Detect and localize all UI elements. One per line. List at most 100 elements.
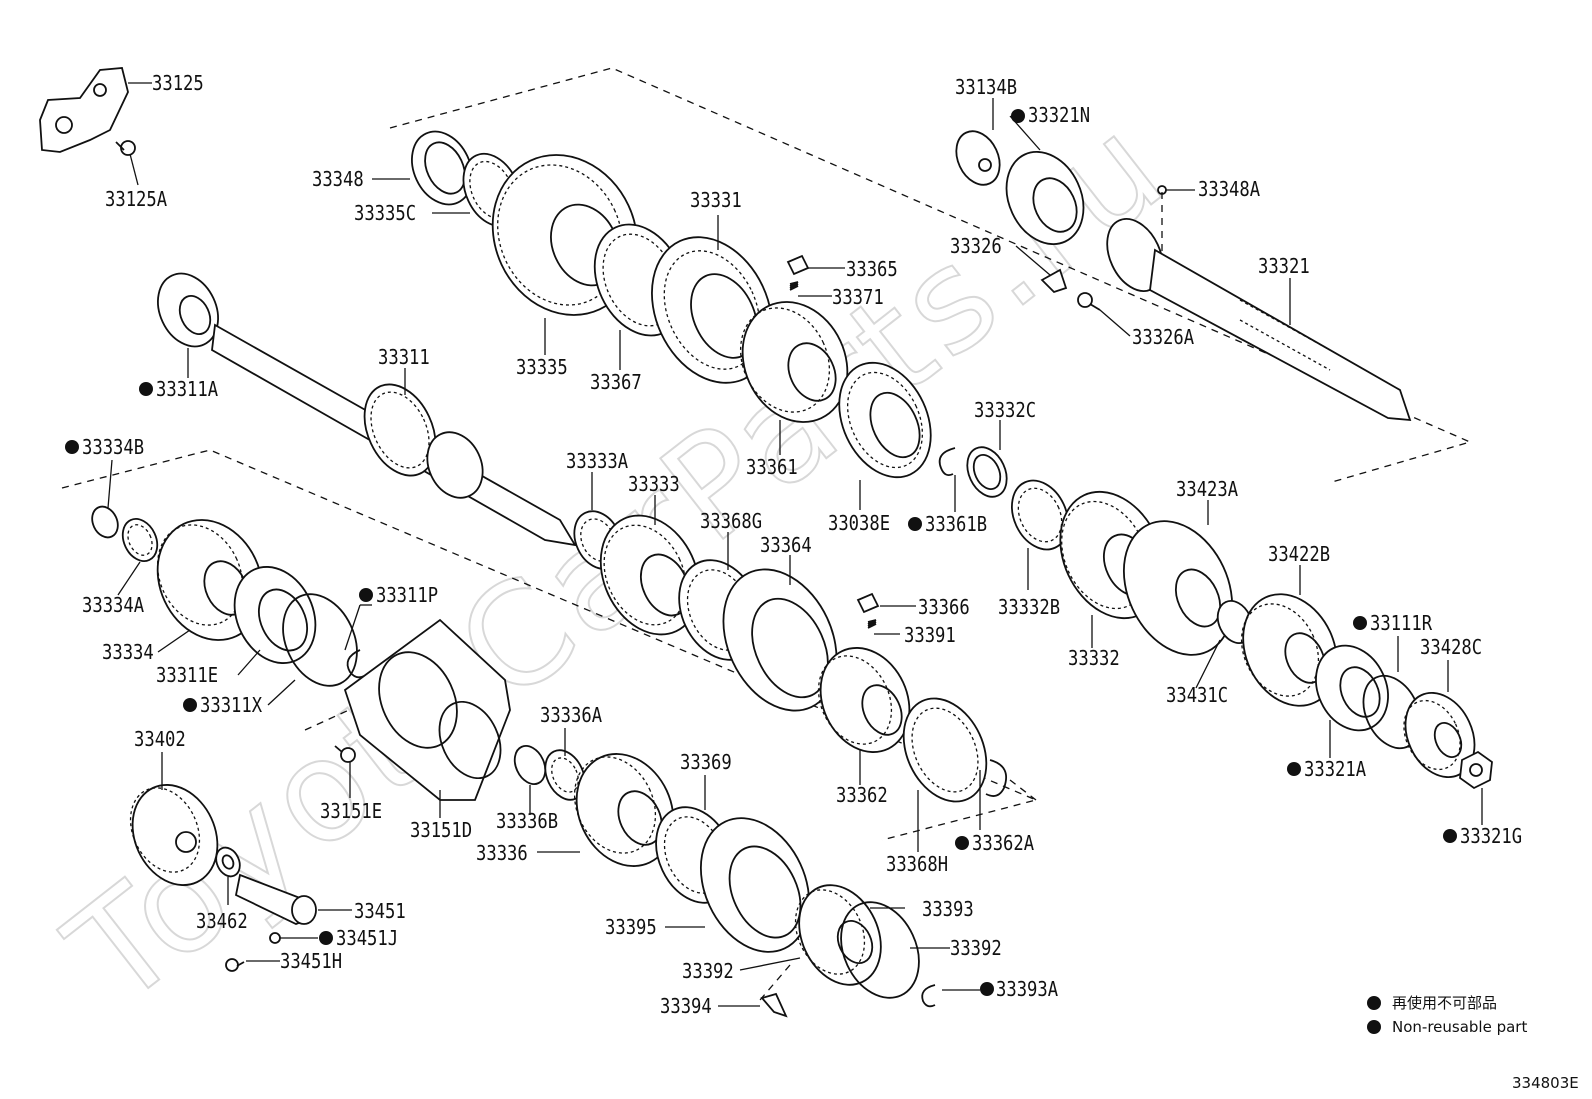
non-reusable-marker-33321N xyxy=(1011,109,1025,123)
part-label-33361[interactable]: 33361 xyxy=(746,457,798,480)
part-label-33311A[interactable]: 33311A xyxy=(156,379,218,402)
gear-33362 xyxy=(817,647,911,753)
gear-33361 xyxy=(739,301,849,423)
bolt-33451H xyxy=(225,958,245,972)
part-label-33332B[interactable]: 33332B xyxy=(998,597,1060,620)
non-reusable-marker-33311X xyxy=(183,698,197,712)
key-33365 xyxy=(786,254,810,276)
shaft-33451 xyxy=(234,873,317,925)
part-label-33311X[interactable]: 33311X xyxy=(200,695,263,718)
part-label-33125A[interactable]: 33125A xyxy=(105,189,167,212)
ball-33451J xyxy=(269,932,281,944)
snap-ring-33362A xyxy=(985,759,1008,797)
part-label-33362A[interactable]: 33362A xyxy=(972,833,1034,856)
part-label-33451[interactable]: 33451 xyxy=(354,901,406,924)
part-label-33336[interactable]: 33336 xyxy=(476,843,528,866)
part-label-33366[interactable]: 33366 xyxy=(918,597,970,620)
part-label-33368H[interactable]: 33368H xyxy=(886,854,948,877)
ring-33334B xyxy=(91,505,119,539)
part-label-33334A[interactable]: 33334A xyxy=(82,595,144,618)
part-label-33111R[interactable]: 33111R xyxy=(1370,613,1433,636)
non-reusable-markers xyxy=(65,109,1457,996)
non-reusable-marker-33334B xyxy=(65,440,79,454)
part-label-33326A[interactable]: 33326A xyxy=(1132,327,1194,350)
spring-33392 xyxy=(840,901,920,999)
retainer-33134B xyxy=(955,130,1001,186)
part-label-33422B[interactable]: 33422B xyxy=(1268,544,1330,567)
part-label-33333A[interactable]: 33333A xyxy=(566,451,628,474)
part-label-33369[interactable]: 33369 xyxy=(680,752,732,775)
part-label-33393[interactable]: 33393 xyxy=(922,899,974,922)
part-label-33326[interactable]: 33326 xyxy=(950,236,1002,259)
part-label-33331[interactable]: 33331 xyxy=(690,190,742,213)
legend: 再使用不可部品 Non-reusable part xyxy=(1367,994,1527,1036)
washer-33462 xyxy=(215,846,241,878)
legend-marker-jp xyxy=(1367,996,1381,1010)
bearing-33311E xyxy=(233,566,317,664)
ring-33368H xyxy=(902,697,988,803)
part-label-33334B[interactable]: 33334B xyxy=(82,437,144,460)
group-boundaries xyxy=(61,67,1472,1001)
snap-ring-33393A xyxy=(921,984,936,1008)
part-label-33332[interactable]: 33332 xyxy=(1068,648,1120,671)
nut-33321G xyxy=(1459,750,1493,790)
bolt-33125A xyxy=(115,140,136,156)
part-label-33392[interactable]: 33392 xyxy=(950,938,1002,961)
part-label-33362[interactable]: 33362 xyxy=(836,785,888,808)
part-label-33393A[interactable]: 33393A xyxy=(996,979,1058,1002)
part-label-33361B[interactable]: 33361B xyxy=(925,514,987,537)
part-label-33365[interactable]: 33365 xyxy=(846,259,898,282)
gear-33336 xyxy=(573,753,675,867)
key-33366 xyxy=(856,592,880,614)
part-label-33311P[interactable]: 33311P xyxy=(376,585,438,608)
part-label-33371[interactable]: 33371 xyxy=(832,287,884,310)
legend-text-jp: 再使用不可部品 xyxy=(1392,994,1497,1012)
part-label-33394[interactable]: 33394 xyxy=(660,996,712,1019)
part-label-33364[interactable]: 33364 xyxy=(760,535,812,558)
part-label-33423A[interactable]: 33423A xyxy=(1176,479,1238,502)
part-label-33428C[interactable]: 33428C xyxy=(1420,637,1482,660)
part-label-33134B[interactable]: 33134B xyxy=(955,77,1017,100)
part-label-33336B[interactable]: 33336B xyxy=(496,811,558,834)
part-label-33321A[interactable]: 33321A xyxy=(1304,759,1366,782)
part-label-33367[interactable]: 33367 xyxy=(590,372,642,395)
part-label-33336A[interactable]: 33336A xyxy=(540,705,602,728)
part-label-33038E[interactable]: 33038E xyxy=(828,513,890,536)
sleeve-33364 xyxy=(722,568,838,712)
part-label-33311[interactable]: 33311 xyxy=(378,347,430,370)
part-label-33335C[interactable]: 33335C xyxy=(354,203,416,226)
part-label-33391[interactable]: 33391 xyxy=(904,625,956,648)
part-label-33402[interactable]: 33402 xyxy=(134,729,186,752)
key-33394 xyxy=(760,992,788,1018)
part-label-33451J[interactable]: 33451J xyxy=(336,928,398,951)
part-label-33335[interactable]: 33335 xyxy=(516,357,568,380)
part-label-33321[interactable]: 33321 xyxy=(1258,256,1310,279)
spring-33371 xyxy=(789,281,799,291)
part-label-33321G[interactable]: 33321G xyxy=(1460,826,1522,849)
non-reusable-marker-33111R xyxy=(1353,616,1367,630)
part-label-33431C[interactable]: 33431C xyxy=(1166,685,1228,708)
non-reusable-marker-33362A xyxy=(955,836,969,850)
part-label-33151E[interactable]: 33151E xyxy=(320,801,382,824)
part-label-33348A[interactable]: 33348A xyxy=(1198,179,1260,202)
part-label-33151D[interactable]: 33151D xyxy=(410,820,472,843)
plate-33326 xyxy=(1040,268,1068,294)
part-label-33334[interactable]: 33334 xyxy=(102,642,154,665)
part-label-33392-lower[interactable]: 33392 xyxy=(682,961,734,984)
part-label-33332C[interactable]: 33332C xyxy=(974,400,1036,423)
part-label-33348[interactable]: 33348 xyxy=(312,169,364,192)
part-label-33451H[interactable]: 33451H xyxy=(280,951,342,974)
gear-33393 xyxy=(794,884,882,986)
part-label-33368G[interactable]: 33368G xyxy=(700,511,762,534)
part-label-33333[interactable]: 33333 xyxy=(628,474,680,497)
part-labels: 33125 33125A 33348 33335C 33331 33365 33… xyxy=(82,73,1522,1019)
part-label-33395[interactable]: 33395 xyxy=(605,917,657,940)
part-label-33311E[interactable]: 33311E xyxy=(156,665,218,688)
leader-lines xyxy=(107,82,1483,1007)
part-label-33125[interactable]: 33125 xyxy=(152,73,204,96)
plate-33151D xyxy=(343,618,511,801)
part-label-33462[interactable]: 33462 xyxy=(196,911,248,934)
diagram-code: 334803E xyxy=(1512,1074,1579,1092)
ring-33336B xyxy=(513,745,547,785)
part-label-33321N[interactable]: 33321N xyxy=(1028,105,1090,128)
